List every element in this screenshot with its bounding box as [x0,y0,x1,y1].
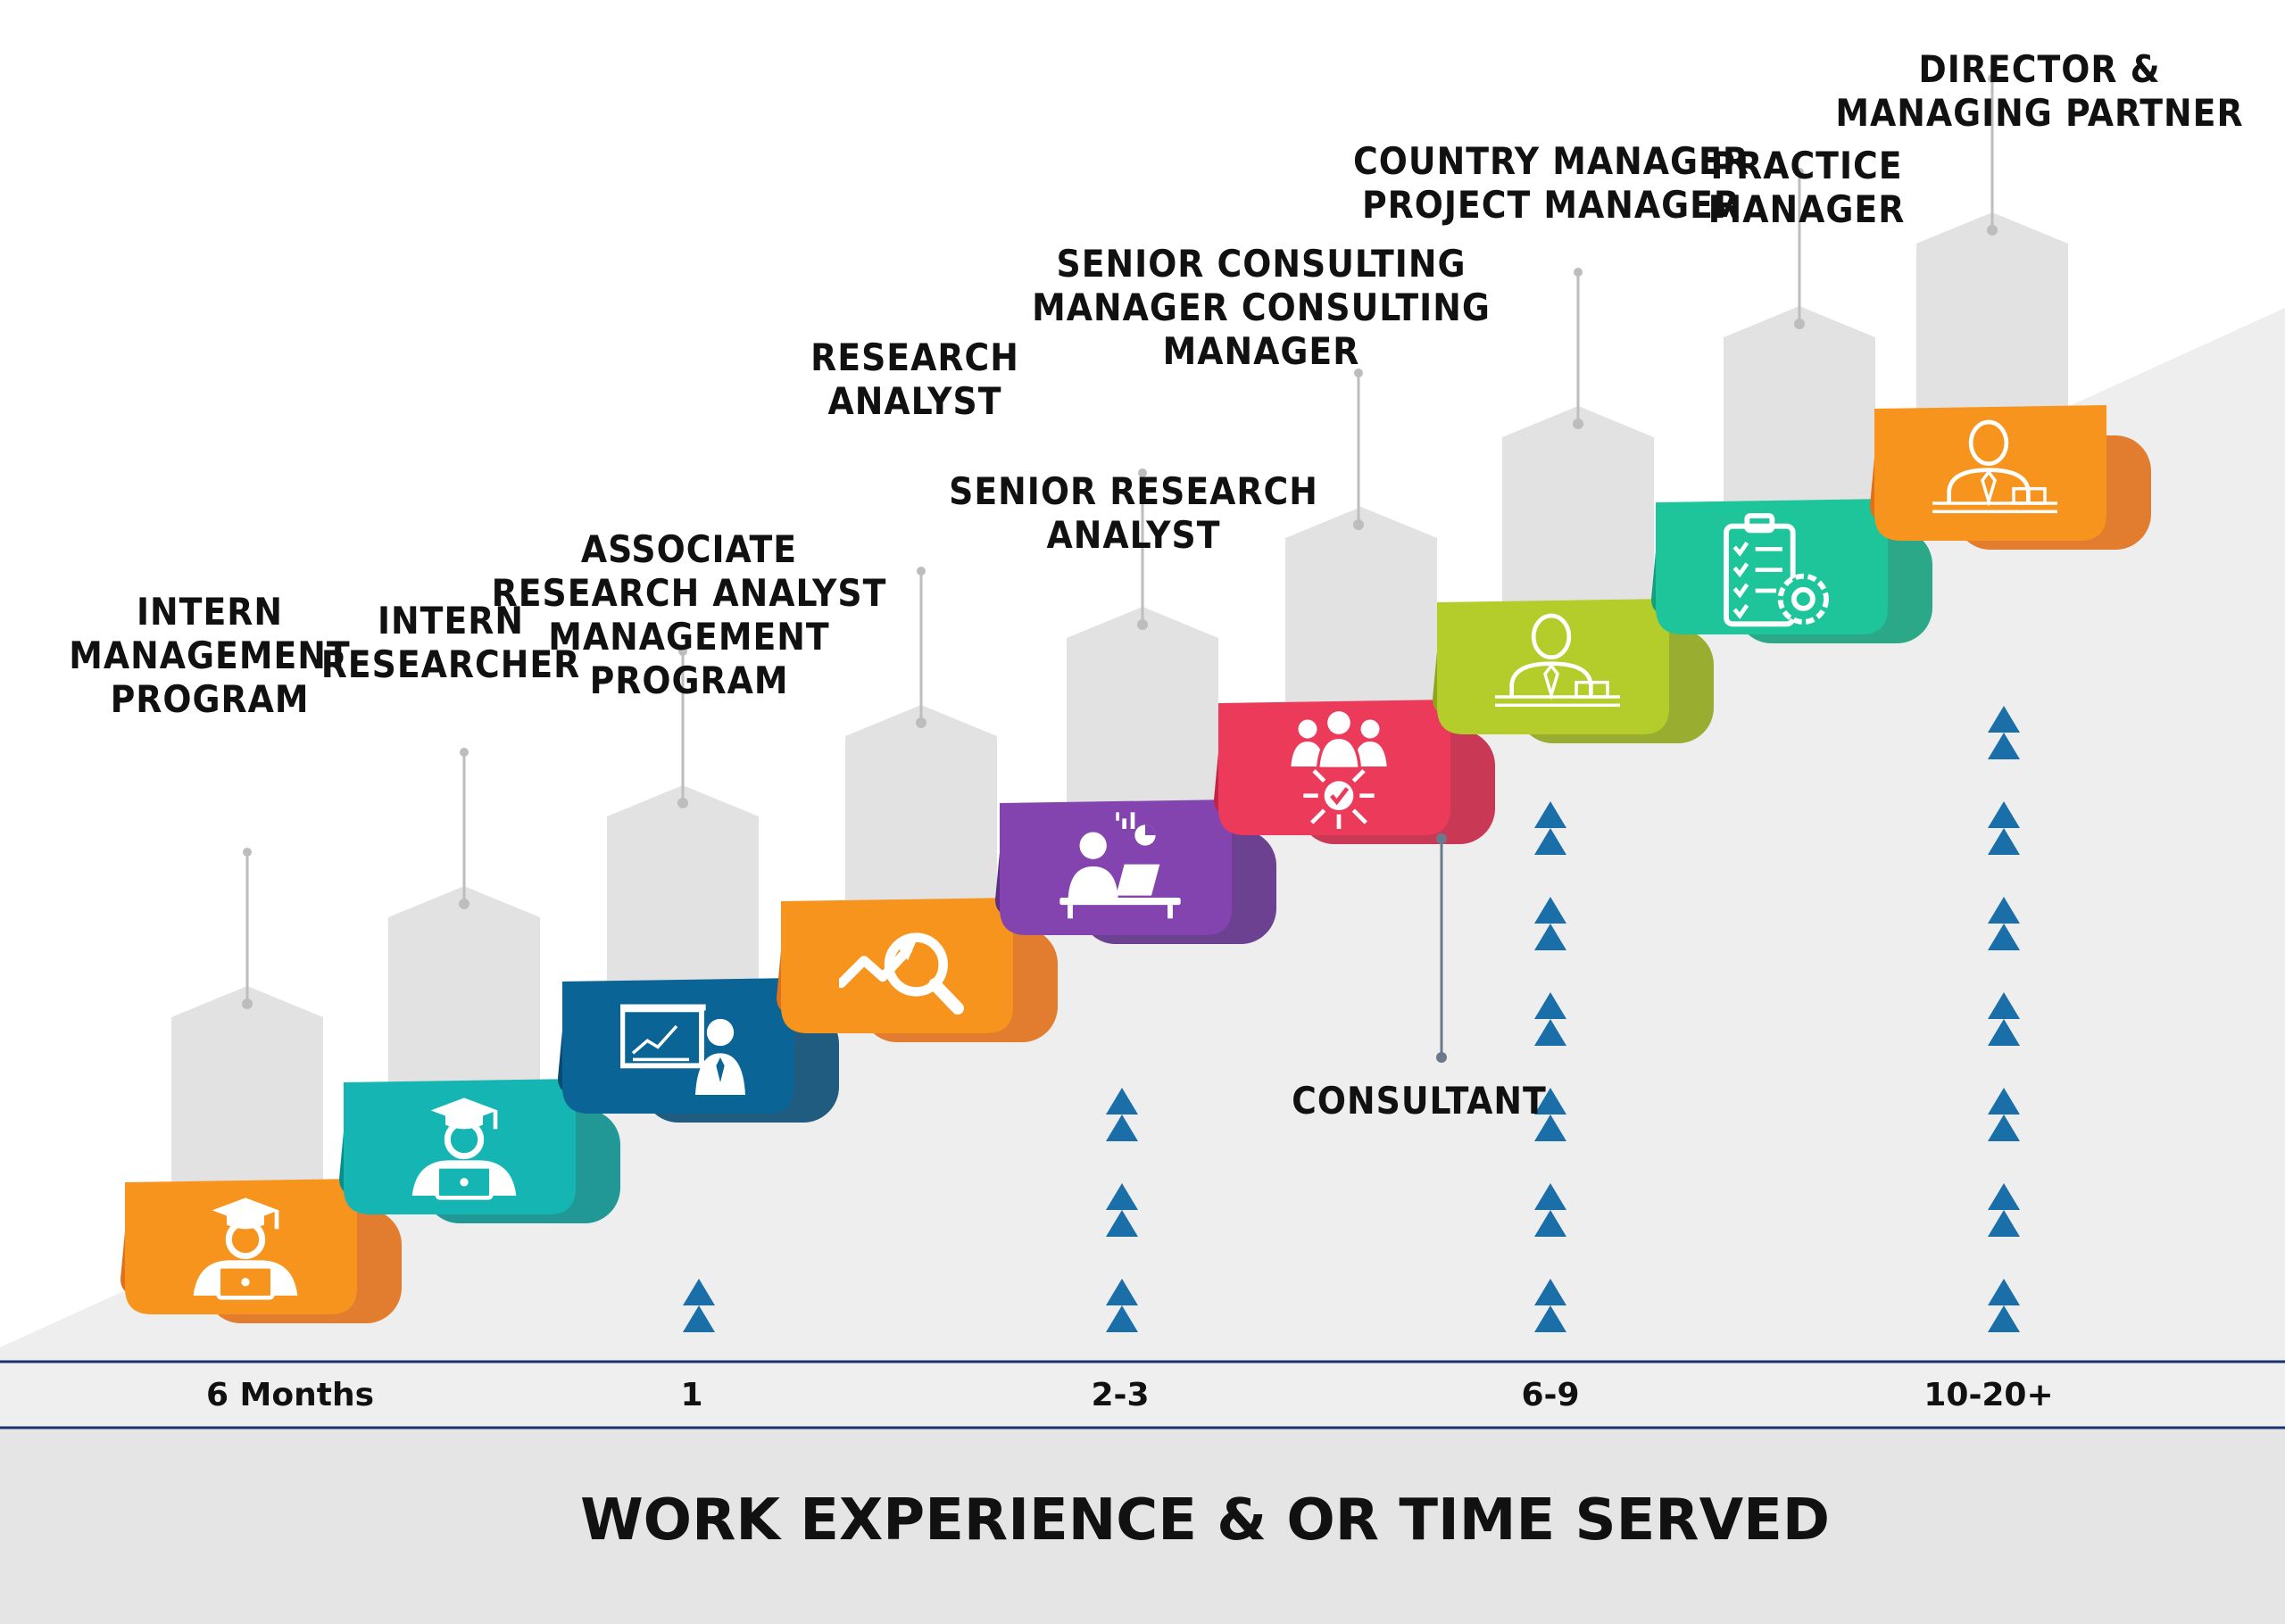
arrow-markers-layer [683,706,2020,1332]
role-pillar-house [1724,306,1875,520]
role-title-line: PRACTICE [1710,144,1902,187]
timeline-layer: 6 Months 1 2-3 6-9 10-20+ WORK EXPERIENCE & O… [206,1377,2054,1554]
role-pillar-house [388,886,540,1100]
role-connector-stem [1137,468,1148,630]
steps-layer [120,405,2151,1323]
role-connector-stem [459,748,469,909]
role-title-line: INTERN [378,599,524,642]
role-title-line: MANAGEMENT [69,634,350,677]
timeline-tick-label: 10-20+ [1924,1377,2053,1413]
career-step-card [1433,599,1714,743]
role-title-label: DIRECTOR &MANAGING PARTNER [1835,47,2243,135]
role-title-line: DIRECTOR & [1918,47,2160,91]
progress-arrow-marker [1988,801,2020,855]
timeline-tick-label: 2-3 [1091,1377,1149,1413]
progress-arrow-marker [1988,992,2020,1046]
progress-arrow-marker [683,1279,715,1332]
role-title-line: PROGRAM [111,677,310,721]
role-title-line: MANAGER [1163,329,1360,373]
career-step-card [995,800,1276,944]
role-title-line: MANAGER CONSULTING [1032,286,1491,329]
career-step-card [1214,700,1495,844]
progress-arrow-marker [1534,1088,1566,1141]
role-pillar-house [1916,212,2068,427]
timeline-band [0,1362,2285,1428]
role-title-line: MANAGING PARTNER [1835,91,2243,135]
role-title-line: SENIOR RESEARCH [949,469,1318,513]
role-connector-stem [1794,168,1805,329]
timeline-tick-label: 1 [680,1377,702,1413]
timeline-tick-label: 6 Months [206,1377,374,1413]
career-step-card [558,978,839,1123]
progress-arrow-marker [1988,1183,2020,1237]
progress-arrow-marker [1988,706,2020,759]
progress-arrow-marker [1534,897,1566,950]
role-connector-stem [1573,268,1583,429]
role-title-line: RESEARCHER [321,642,581,686]
role-title-line: RESEARCH ANALYST [492,571,887,615]
progress-arrow-marker [1534,1183,1566,1237]
progress-arrow-marker [1534,1279,1566,1332]
x-axis-title: WORK EXPERIENCE & OR TIME SERVED [580,1487,1830,1554]
role-connector-stem [677,647,688,808]
role-title-line: ASSOCIATE [581,527,797,571]
house-shapes-layer [171,74,2068,1200]
role-title-line: INTERN [137,590,283,634]
role-title-line: SENIOR CONSULTING [1056,242,1466,286]
career-step-card [1870,405,2151,550]
role-title-line: RESEARCH [810,336,1019,379]
progress-arrow-marker [1106,1088,1138,1141]
footer-panel [0,1426,2285,1624]
progress-arrow-marker [1534,801,1566,855]
career-step-card [120,1179,402,1323]
role-connector-stem [916,567,926,728]
role-connector-stem [1987,74,1998,236]
role-title-line: PROJECT MANAGER [1362,183,1741,227]
consultant-connector [1436,833,1447,1063]
role-pillar-house [607,785,759,999]
progress-arrow-marker [1106,1183,1138,1237]
progress-arrow-marker [1106,1279,1138,1332]
role-pillar-house [1067,607,1218,821]
consultant-label: CONSULTANT [1292,1079,1547,1123]
progress-arrow-marker [1988,1088,2020,1141]
progress-arrow-marker [1988,897,2020,950]
role-title-line: ANALYST [828,379,1002,423]
progress-arrow-marker [1534,992,1566,1046]
role-pillar-house [845,705,997,919]
role-title-line: PROGRAM [590,659,789,702]
role-title-line: MANAGER [1708,187,1906,231]
progress-arrow-marker [1988,1279,2020,1332]
role-pillar-house [1285,507,1437,721]
career-step-card [339,1079,620,1223]
role-connector-stem [242,848,253,1009]
role-title-line: COUNTRY MANAGER [1353,139,1749,183]
role-title-line: ANALYST [1047,513,1221,557]
role-connector-stem [1353,369,1364,530]
role-pillar-house [1502,406,1654,620]
role-pillar-house [171,986,323,1200]
career-step-card [777,898,1058,1042]
career-step-card [1651,499,1932,643]
timeline-tick-label: 6-9 [1521,1377,1579,1413]
role-title-line: MANAGEMENT [548,615,829,659]
